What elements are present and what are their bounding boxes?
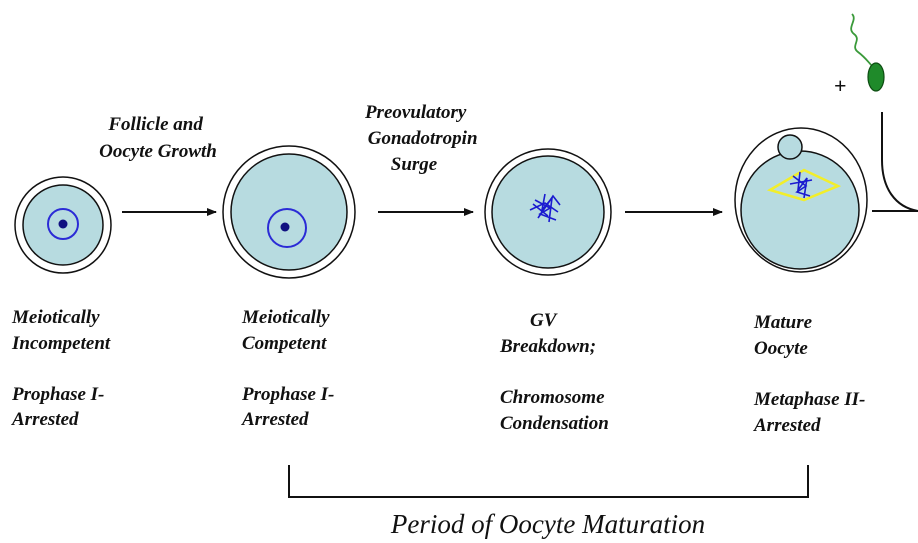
- sperm-illustration: [850, 13, 885, 92]
- fertilization-curve: [881, 112, 918, 212]
- sperm-head: [867, 62, 885, 92]
- maturation-bracket: [288, 465, 809, 498]
- stage-1-phase: Prophase I- Arrested: [11, 384, 109, 430]
- plus-sign: +: [834, 73, 847, 98]
- oocyte-stage-2: [222, 145, 356, 279]
- transition-label-surge: Preovulatory Gonadotropin Surge: [364, 102, 482, 175]
- transition-label-growth: Follicle and Oocyte Growth: [99, 114, 217, 162]
- germinal-vesicle: [267, 208, 307, 248]
- oocyte-stage-3: [484, 148, 612, 276]
- condensed-chromosomes: [529, 193, 561, 223]
- nucleolus: [58, 219, 68, 229]
- oocyte-stage-4: [734, 127, 868, 273]
- stage-3-state: GV Breakdown;: [499, 310, 596, 357]
- stage-2-state: Meiotically Competent: [241, 307, 334, 354]
- metaphase-chromosomes: [789, 171, 813, 199]
- bracket-label: Period of Oocyte Maturation: [390, 509, 705, 539]
- stage-4-phase: Metaphase II- Arrested: [753, 389, 870, 436]
- stage-2-phase: Prophase I- Arrested: [241, 384, 339, 430]
- oocyte-stage-1: [14, 176, 112, 274]
- cytoplasm: [491, 155, 605, 269]
- polar-body: [777, 134, 803, 160]
- sperm-tail: [850, 13, 875, 69]
- cytoplasm: [740, 150, 860, 270]
- stage-4-state: Mature Oocyte: [753, 312, 817, 359]
- germinal-vesicle: [47, 208, 79, 240]
- nucleolus: [280, 222, 290, 232]
- stage-3-phase: Chromosome Condensation: [500, 387, 609, 434]
- stage-1-state: Meiotically Incompetent: [11, 307, 111, 354]
- cytoplasm: [230, 153, 348, 271]
